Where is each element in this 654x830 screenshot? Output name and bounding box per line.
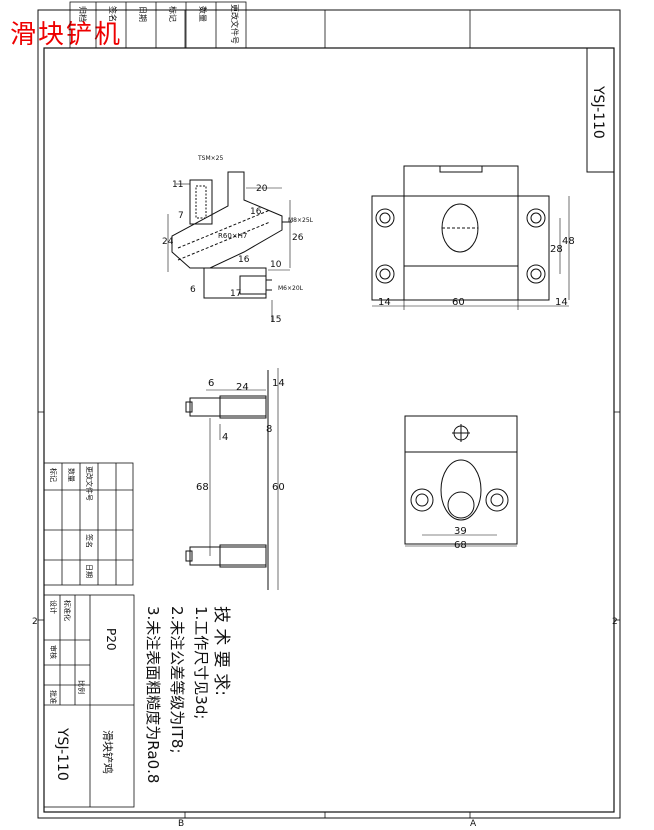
- dim-label: 60: [452, 297, 465, 308]
- tb-label: 标记: [49, 468, 57, 482]
- dim-label: 68: [454, 540, 467, 551]
- top-view-dims: [405, 534, 517, 547]
- header-label: 日期: [138, 6, 147, 22]
- thread-bottom-label: M6×20L: [278, 285, 304, 292]
- part-name: 滑块铲鸡: [101, 730, 114, 774]
- dim-label: 16: [238, 255, 250, 265]
- dim-label: 14: [272, 378, 285, 389]
- tech-req-item-3: 3.未注表面粗糙度为Ra0.8: [144, 606, 162, 784]
- zone-a: A: [470, 819, 477, 829]
- front-view-dim-labels: 14 60 14 48 28: [378, 236, 575, 308]
- dim-label: 17: [230, 289, 241, 299]
- side-view: [171, 171, 292, 299]
- tb-label: 比例: [77, 680, 85, 694]
- dim-label: 24: [236, 382, 249, 393]
- dim-label: 4: [222, 432, 228, 443]
- drawing-code-top: YSJ-110: [590, 86, 606, 139]
- bolt-view-dims: [206, 368, 279, 590]
- tech-req-heading: 技 术 要 求:: [211, 606, 231, 696]
- dim-label: 7: [178, 211, 184, 221]
- dim-label: 48: [562, 236, 575, 247]
- part-code: P20: [104, 628, 118, 651]
- tb-label: 审核: [49, 645, 57, 659]
- outer-frame: [37, 9, 621, 819]
- tb-label: 数量: [67, 468, 75, 482]
- spec-label: TSM×25: [197, 155, 223, 162]
- bolt-view-dim-labels: 6 24 14 8 4 68 60: [196, 378, 285, 493]
- top-view: [404, 415, 518, 545]
- brand-watermark: 滑块铲机: [10, 20, 123, 50]
- zone-2-left: 2: [32, 617, 38, 627]
- zone-b: B: [178, 819, 184, 829]
- code-box: [586, 47, 615, 173]
- tb-label: 日期: [85, 564, 93, 578]
- dim-label: 11: [172, 180, 183, 190]
- dim-label: 10: [270, 260, 282, 270]
- header-label: 签名: [108, 6, 117, 22]
- zone-ticks: [38, 10, 620, 818]
- dim-label: 8: [266, 424, 272, 435]
- dim-label: 6: [190, 285, 196, 295]
- dim-label: 14: [378, 297, 391, 308]
- side-view-dims: [167, 183, 291, 322]
- dim-label: 14: [555, 297, 568, 308]
- top-header-table: [69, 1, 247, 49]
- front-view-dims: [372, 196, 570, 310]
- dim-label: 24: [162, 237, 174, 247]
- dim-label: R60×H7: [218, 232, 247, 240]
- header-label: 归档: [78, 6, 87, 22]
- dim-label: 39: [454, 526, 467, 537]
- tb-label: 批准: [49, 690, 57, 704]
- dim-label: 15: [270, 315, 281, 325]
- front-view: [371, 165, 550, 301]
- inner-frame: [43, 47, 615, 813]
- header-label: 更改文件号: [230, 4, 239, 44]
- drawing-code-block: YSJ-110: [54, 728, 70, 781]
- dim-label: 60: [272, 482, 285, 493]
- thread-top-label: M8×25L: [288, 217, 314, 224]
- tb-label: 签名: [85, 534, 93, 548]
- dim-label: 6: [208, 378, 214, 389]
- dim-label: 26: [292, 233, 304, 243]
- tech-req-item-2: 2.未注公差等级为IT8;: [168, 606, 186, 754]
- bolt-view: [185, 370, 269, 590]
- dim-label: 20: [256, 184, 268, 194]
- title-block: [43, 462, 135, 808]
- header-label: 数量: [198, 6, 207, 22]
- tech-req-item-1: 1.工作尺寸见3d;: [192, 606, 210, 720]
- top-view-dim-labels: 39 68: [454, 526, 467, 551]
- dim-label: 28: [550, 244, 563, 255]
- dim-label: 16: [250, 207, 262, 217]
- tb-label: 设计: [49, 600, 57, 614]
- tb-label: 标准化: [63, 600, 71, 621]
- tb-label: 更改文件号: [85, 466, 93, 501]
- zone-2-right: 2: [612, 617, 618, 627]
- side-view-dim-labels: 11 20 16 7 24 R60×H7 16 26 10 6 17 15 M8…: [162, 155, 314, 325]
- header-label: 标记: [168, 6, 177, 22]
- zone-letters: B A 2 2: [32, 617, 618, 829]
- dim-label: 68: [196, 482, 209, 493]
